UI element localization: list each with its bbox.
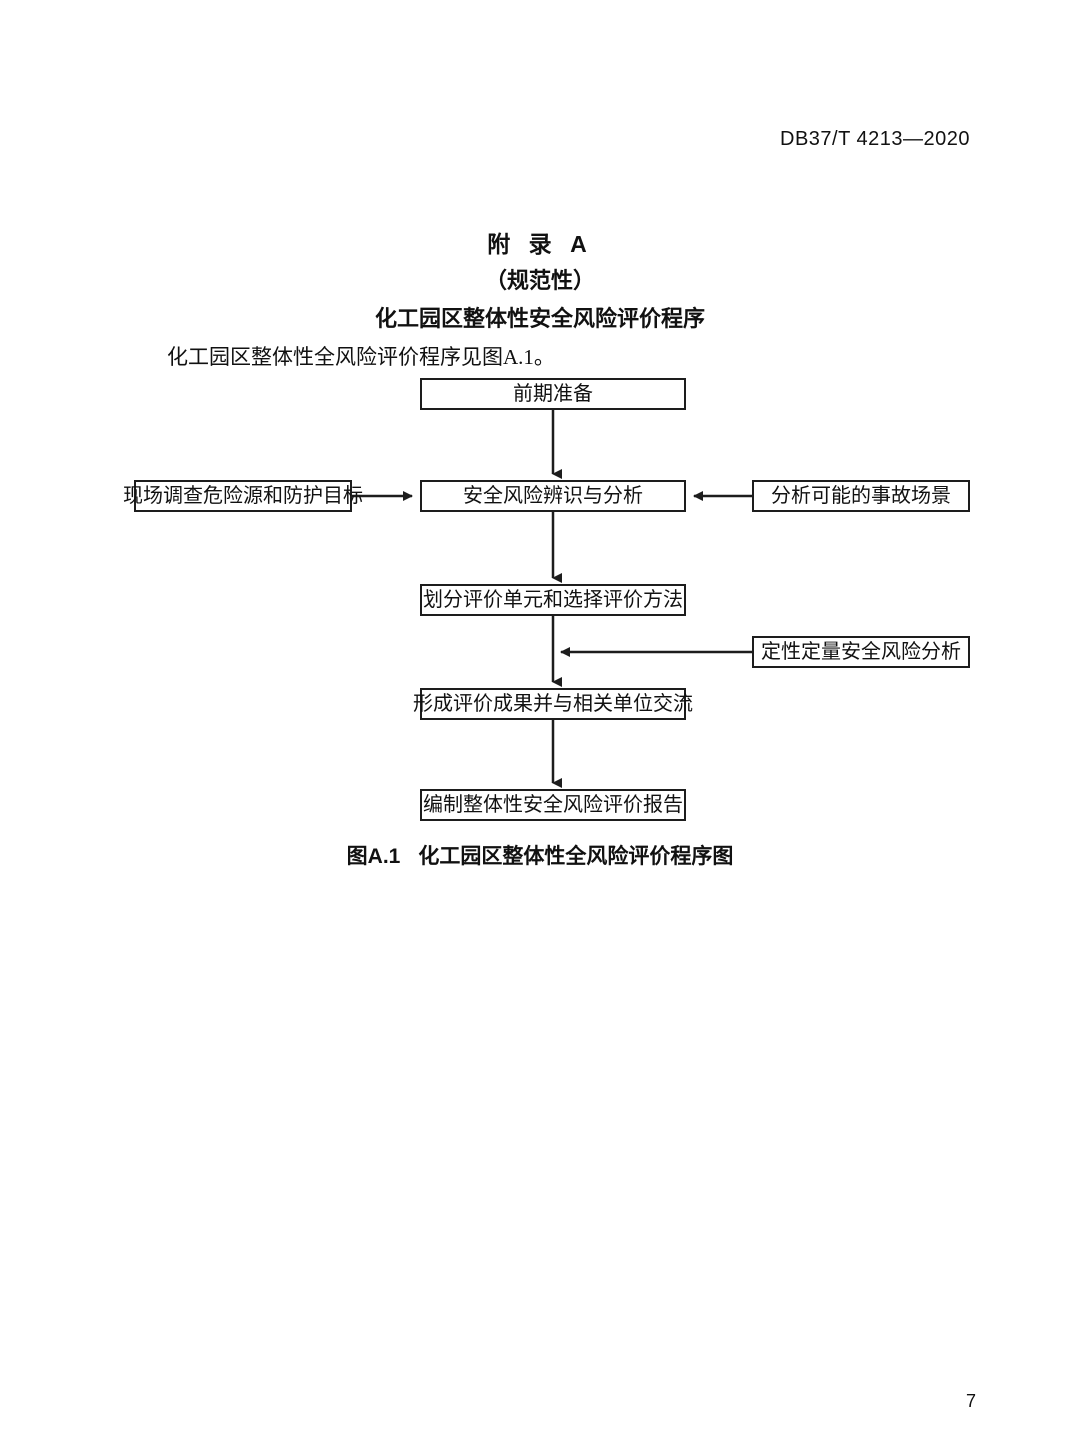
flow-node-results-communication[interactable]: 形成评价成果并与相关单位交流 <box>413 688 693 720</box>
flow-node-quantitative-analysis[interactable]: 定性定量安全风险分析 <box>752 636 970 668</box>
standard-number-header: DB37/T 4213—2020 <box>780 128 970 150</box>
figure-caption-number: 图A.1 <box>346 845 401 868</box>
flow-node-report-compilation[interactable]: 编制整体性安全风险评价报告 <box>420 789 686 821</box>
annex-name: 化工园区整体性安全风险评价程序 <box>374 306 705 331</box>
annex-kind: （规范性） <box>484 268 595 293</box>
figure-caption-text: 化工园区整体性全风险评价程序图 <box>418 845 734 868</box>
page-number: 7 <box>965 1391 976 1411</box>
flow-node-site-survey[interactable]: 现场调查危险源和防护目标 <box>123 480 363 512</box>
flow-node-accident-scenario[interactable]: 分析可能的事故场景 <box>752 480 970 512</box>
figure-caption: 图A.1 化工园区整体性全风险评价程序图 <box>0 840 1080 870</box>
body-paragraph: 化工园区整体性全风险评价程序见图A.1。 <box>167 345 555 369</box>
flow-node-risk-identification[interactable]: 安全风险辨识与分析 <box>420 480 686 512</box>
flow-node-preparation[interactable]: 前期准备 <box>420 378 686 410</box>
flow-node-unit-division[interactable]: 划分评价单元和选择评价方法 <box>420 584 686 616</box>
annex-title-block: 附 录 A （规范性） 化工园区整体性安全风险评价程序 <box>0 228 1080 336</box>
annex-label: 附 录 A <box>487 231 593 257</box>
